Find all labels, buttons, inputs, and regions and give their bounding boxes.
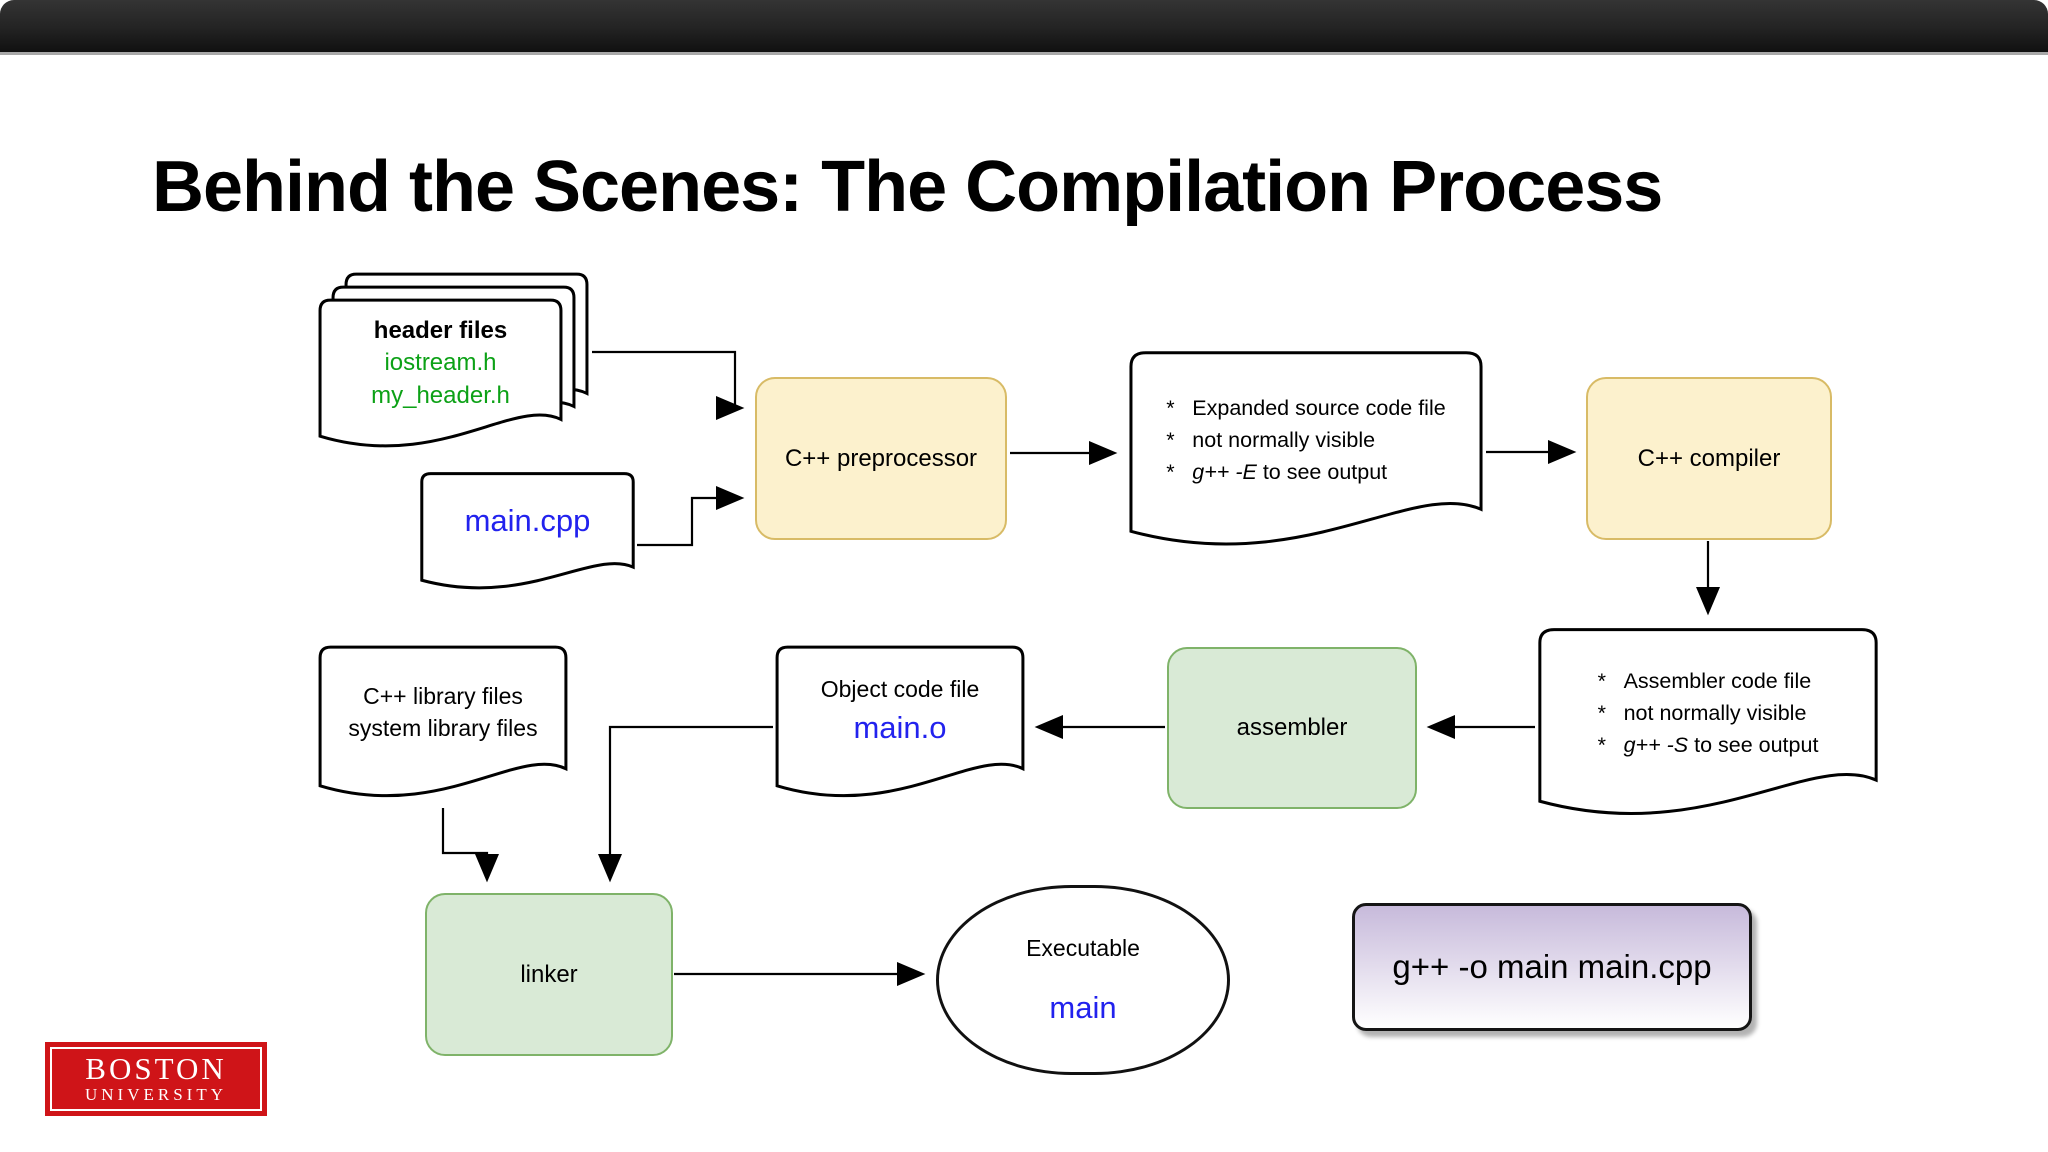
header-files-title: header files [373, 316, 508, 344]
bullet: * [1597, 668, 1606, 693]
assembler-cmd: g++ -S [1623, 733, 1689, 758]
logo-line2: UNIVERSITY [85, 1085, 227, 1105]
page-title: Behind the Scenes: The Compilation Proce… [152, 147, 1663, 228]
assembler-code-document: * Assembler code file * not normally visib… [1537, 627, 1879, 825]
assembler-line-3: g++ -S to see output [1624, 729, 1819, 761]
assembler-box: assembler [1167, 647, 1417, 809]
object-code-document: Object code file main.o [775, 645, 1025, 805]
arrow-library-to-linker [441, 808, 500, 883]
bullet: * [1166, 460, 1175, 485]
main-cpp-label: main.cpp [464, 502, 591, 538]
bullet: * [1597, 733, 1606, 758]
linker-box: linker [425, 893, 673, 1056]
arrow-headers-to-preprocessor [592, 350, 745, 421]
object-code-label: Object code file [820, 675, 980, 702]
command-box: g++ -o main main.cpp [1352, 903, 1752, 1031]
executable-ellipse: Executable main [936, 885, 1230, 1075]
assembler-line-2: not normally visible [1623, 700, 1807, 725]
boston-university-logo: BOSTON UNIVERSITY [45, 1042, 267, 1116]
library-files-line2: system library files [348, 715, 538, 741]
expanded-cmd-rest: to see output [1256, 460, 1388, 485]
expanded-cmd: g++ -E [1192, 460, 1257, 485]
arrow-maincpp-to-preprocessor [637, 485, 745, 547]
expanded-source-document: * Expanded source code file * not normally… [1128, 350, 1484, 556]
executable-label: Executable [1026, 934, 1140, 961]
compiler-label: C++ compiler [1637, 444, 1781, 472]
library-files-line1: C++ library files [363, 682, 523, 709]
command-text: g++ -o main main.cpp [1392, 948, 1712, 985]
expanded-line-2: not normally visible [1192, 427, 1376, 452]
assembler-label: assembler [1236, 714, 1348, 741]
arrow-objectdoc-to-linker [597, 725, 773, 883]
bullet: * [1166, 395, 1175, 420]
preprocessor-box: C++ preprocessor [755, 377, 1007, 540]
compiler-box: C++ compiler [1586, 377, 1832, 540]
preprocessor-label: C++ preprocessor [784, 444, 978, 472]
expanded-line-1: Expanded source code file [1192, 395, 1446, 420]
logo-line1: BOSTON [85, 1050, 227, 1086]
assembler-cmd-rest: to see output [1688, 733, 1819, 758]
main-cpp-document: main.cpp [420, 472, 635, 595]
object-code-name: main.o [853, 709, 947, 745]
header-file-myheader: my_header.h [371, 381, 510, 409]
bullet: * [1597, 700, 1606, 725]
bullet: * [1166, 427, 1175, 452]
linker-label: linker [520, 960, 578, 988]
header-file-iostream: iostream.h [384, 349, 497, 377]
assembler-line-1: Assembler code file [1623, 668, 1812, 693]
expanded-line-3: g++ -E to see output [1192, 456, 1387, 488]
window-top-bar [0, 0, 2048, 55]
executable-name: main [1049, 989, 1117, 1025]
library-files-document: C++ library files system library files [318, 645, 568, 805]
header-files-document: header files iostream.h my_header.h [318, 298, 563, 455]
